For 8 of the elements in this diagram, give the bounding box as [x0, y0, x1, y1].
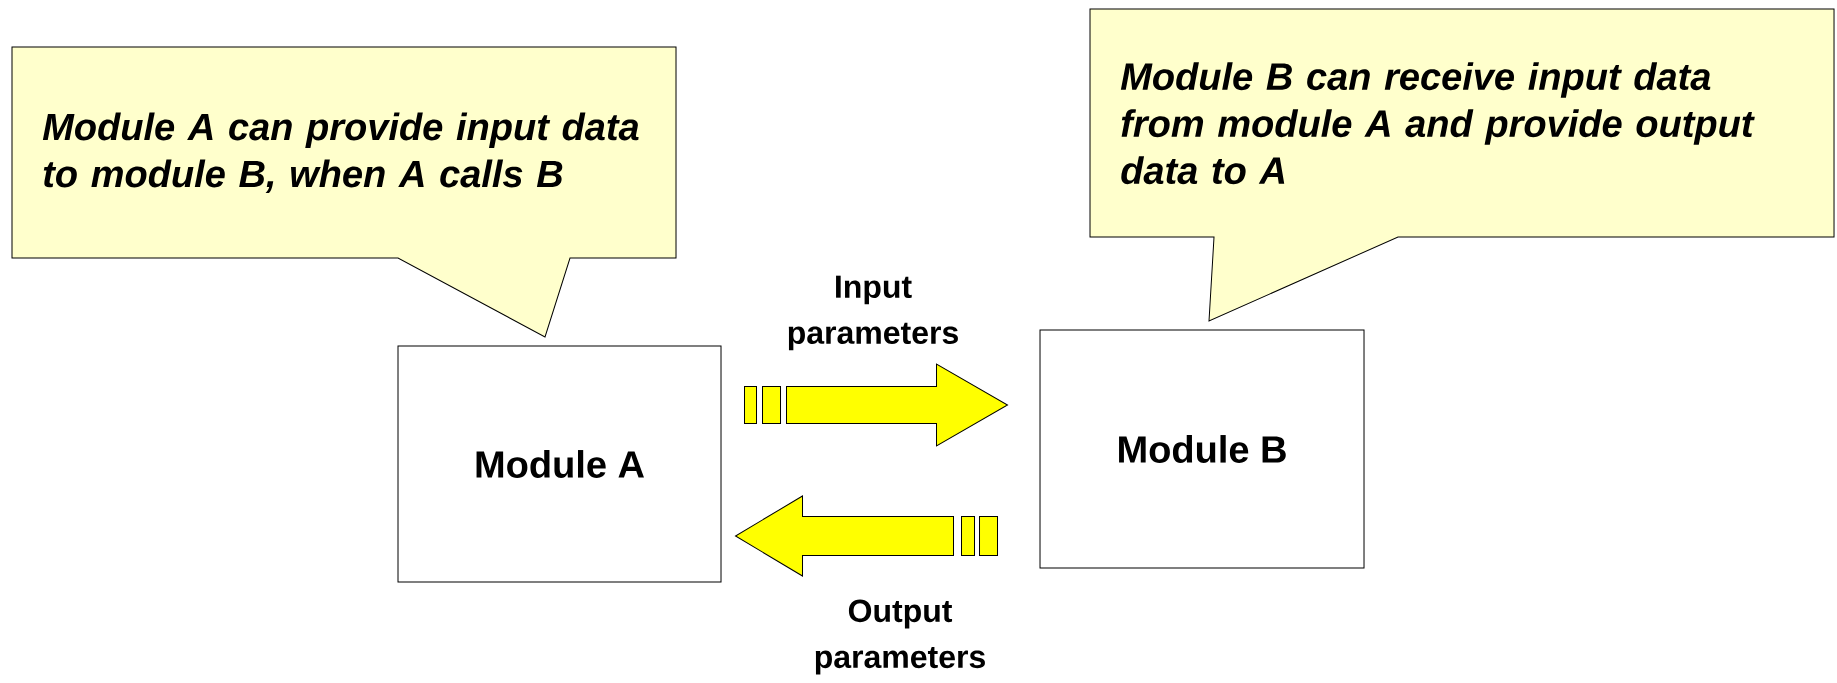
speech-bubble: Module A can provide input data to module B, when A calls B: [11, 46, 677, 338]
block-arrow: [735, 495, 998, 577]
module-box: Module A: [397, 345, 722, 583]
edge-label: Input parameters: [788, 275, 958, 351]
edge-label: Output parameters: [815, 599, 985, 675]
module-box: Module B: [1039, 329, 1365, 569]
speech-bubble: Module B can receive input data from module A and provide output data to A: [1089, 8, 1835, 322]
block-arrow: [744, 363, 1008, 447]
